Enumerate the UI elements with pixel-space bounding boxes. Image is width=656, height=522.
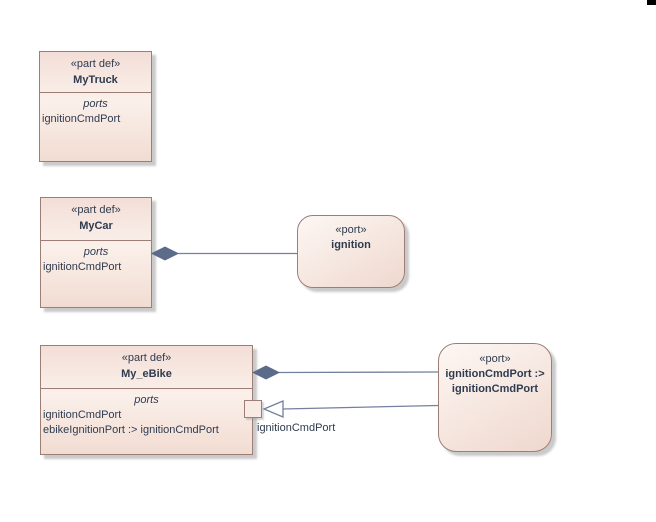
stereotype-label: «part def»: [71, 204, 121, 216]
ports-compartment: ports ignitionCmdPort: [40, 93, 151, 127]
ports-compartment: ports ignitionCmdPort: [41, 241, 151, 275]
composition-edge-myebike-ignitioncmdport[interactable]: [251, 365, 439, 380]
part-name: MyTruck: [73, 74, 118, 86]
port-name-line2: ignitionCmdPort: [451, 383, 539, 395]
port-box-ignitioncmdport[interactable]: «port» ignitionCmdPort :> ignitionCmdPor…: [438, 343, 552, 452]
composition-diamond-icon[interactable]: [150, 246, 180, 261]
compartment-label: ports: [134, 394, 159, 406]
port-square-label: ignitionCmdPort: [257, 422, 336, 434]
stereotype-label: «part def»: [121, 352, 172, 364]
composition-line[interactable]: [278, 371, 439, 374]
port-name-line1: ignitionCmdPort :>: [445, 368, 545, 380]
screen-corner-artifact: [647, 0, 656, 5]
port-item: ignitionCmdPort: [43, 261, 122, 273]
part-name: My_eBike: [121, 368, 172, 380]
part-def-box-mycar[interactable]: «part def» MyCar ports ignitionCmdPort: [40, 197, 152, 308]
generalization-line[interactable]: [282, 404, 439, 410]
generalization-triangle-icon[interactable]: [262, 400, 284, 418]
port-item: ebikeIgnitionPort :> ignitionCmdPort: [43, 424, 219, 436]
part-header: «part def» MyTruck: [40, 52, 151, 93]
part-name: MyCar: [79, 220, 113, 232]
port-box-ignition[interactable]: «port» ignition: [297, 215, 405, 288]
stereotype-label: «part def»: [70, 58, 121, 70]
port-item: ignitionCmdPort: [42, 113, 121, 125]
composition-edge-mycar-ignition[interactable]: [150, 246, 297, 261]
stereotype-label: «port»: [479, 353, 511, 365]
stereotype-label: «port»: [335, 224, 367, 236]
part-def-box-myebike[interactable]: «part def» My_eBike ports ignitionCmdPor…: [40, 345, 253, 455]
ports-compartment: ports ignitionCmdPort ebikeIgnitionPort …: [41, 389, 252, 438]
part-header: «part def» MyCar: [41, 198, 151, 241]
port-square-ignitioncmdport[interactable]: [244, 400, 262, 418]
port-item: ignitionCmdPort: [43, 409, 122, 421]
compartment-label: ports: [83, 98, 108, 110]
part-header: «part def» My_eBike: [41, 346, 252, 389]
part-def-box-mytruck[interactable]: «part def» MyTruck ports ignitionCmdPort: [39, 51, 152, 162]
generalization-edge-ignitioncmdport[interactable]: [262, 400, 439, 418]
port-name: ignition: [331, 239, 371, 251]
compartment-label: ports: [83, 246, 109, 258]
composition-diamond-icon[interactable]: [251, 365, 281, 380]
